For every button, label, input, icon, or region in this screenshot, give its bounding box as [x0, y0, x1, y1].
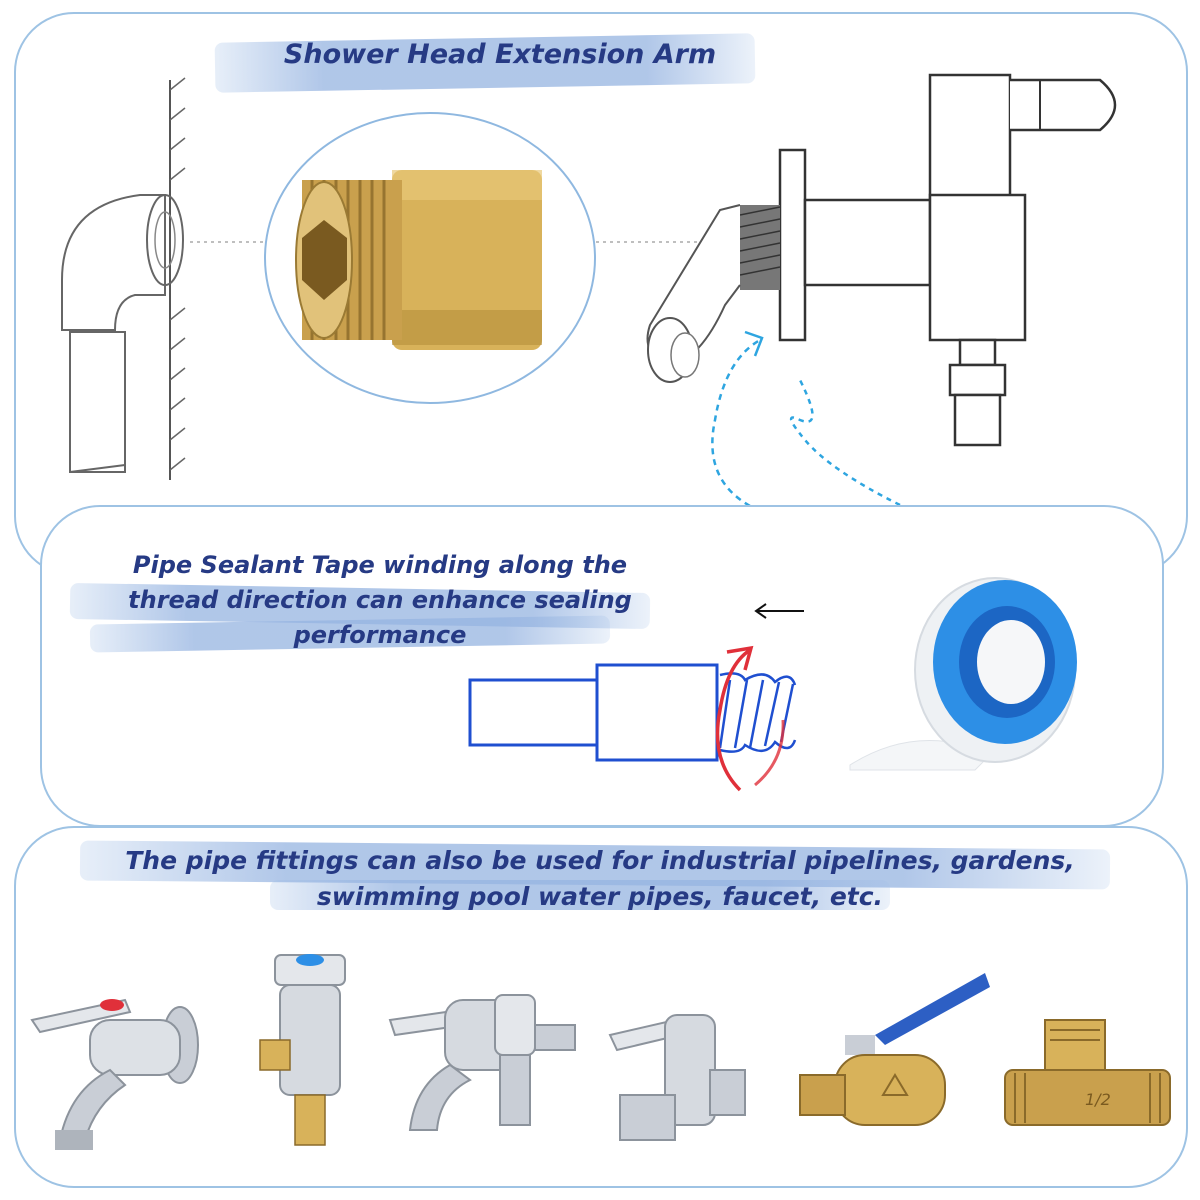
ptfe-tape-roll-image	[849, 577, 1077, 771]
bottom-caption-highlight-2	[270, 880, 890, 910]
angle-valve-image	[259, 954, 346, 1146]
sealant-caption-line-2: thread direction can enhance sealing	[128, 586, 632, 614]
sealant-caption-line-3: performance	[293, 621, 467, 649]
uses-caption-line-1: The pipe fittings can also be used for i…	[125, 846, 1075, 875]
tee-marking: 1/2	[1085, 1090, 1111, 1109]
sealant-caption-line-1: Pipe Sealant Tape winding along the	[132, 551, 628, 579]
faucet-diagram	[646, 73, 1117, 447]
ball-valve-image	[799, 973, 990, 1126]
page-title: Shower Head Extension Arm	[283, 39, 717, 70]
cyan-curved-arrow	[711, 330, 901, 517]
thread-winding-diagram	[468, 645, 797, 792]
double-tap-image	[388, 994, 576, 1131]
left-arrow-icon	[754, 603, 804, 619]
chrome-tap-image	[608, 1014, 746, 1141]
wall-tap-red-image	[30, 998, 199, 1150]
brass-tee-image: 1/2	[1004, 1019, 1171, 1126]
wall-elbow-diagram	[61, 77, 186, 480]
brass-adapter-image	[264, 112, 596, 404]
uses-caption-line-2: swimming pool water pipes, faucet, etc.	[316, 882, 884, 911]
